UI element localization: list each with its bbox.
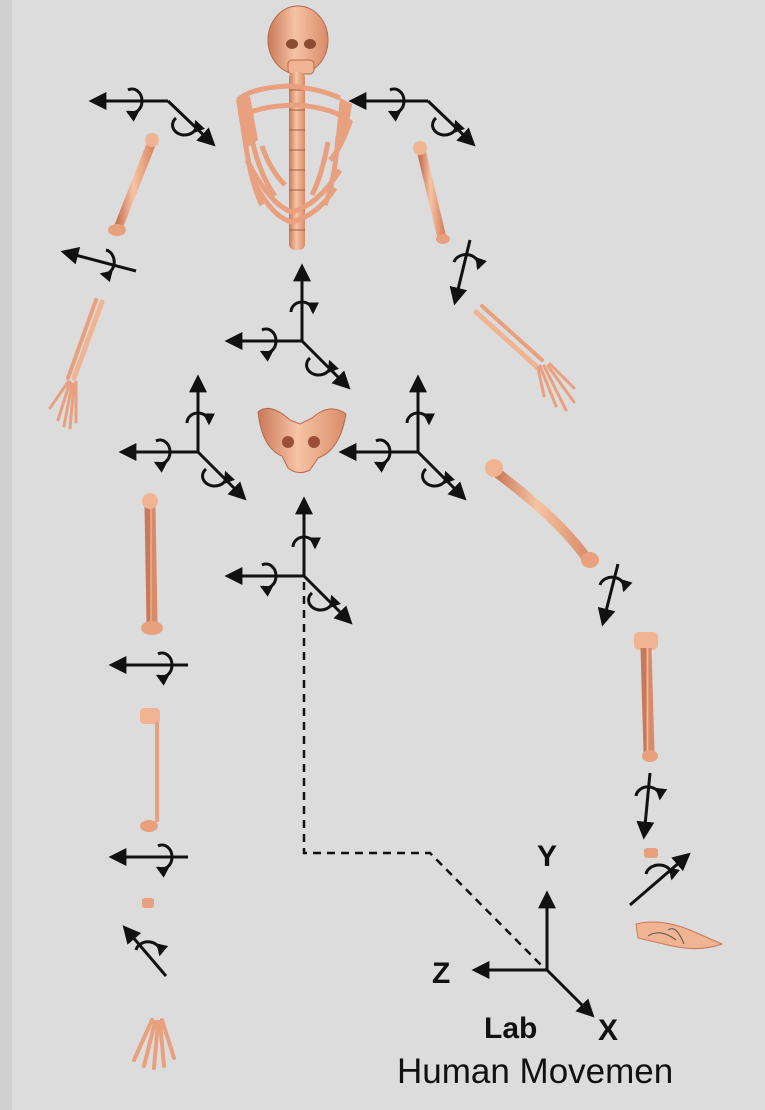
left-hand — [50, 382, 76, 428]
shoulder-right-gizmo — [352, 89, 473, 144]
right-femur — [485, 459, 599, 568]
lab-frame-label: Lab — [484, 1012, 537, 1045]
right-foot — [636, 922, 722, 949]
left-forearm — [68, 300, 102, 378]
lab-x-axis-label: X — [598, 1014, 618, 1047]
trunk-gizmo — [228, 267, 348, 387]
ankle-right-gizmo — [636, 773, 660, 836]
left-humerus — [108, 133, 159, 236]
elbow-right-gizmo — [454, 240, 479, 302]
elbow-left-gizmo — [64, 250, 136, 274]
skull — [268, 6, 328, 74]
left-scapula — [236, 96, 258, 150]
ankle-left-gizmo — [112, 845, 188, 869]
pelvis — [258, 408, 346, 472]
left-talus — [142, 898, 154, 908]
hip-right-gizmo — [342, 378, 464, 498]
left-tibia — [140, 708, 160, 832]
hip-left-gizmo — [122, 378, 244, 498]
pelvis-gizmo — [228, 500, 350, 622]
knee-left-gizmo — [112, 653, 188, 677]
foot-left-gizmo — [125, 928, 166, 976]
right-humerus — [413, 141, 450, 244]
dashed-connector — [304, 582, 546, 970]
lab-y-axis-label: Y — [537, 840, 557, 873]
foot-right-gizmo — [630, 855, 688, 905]
right-forearm — [476, 306, 542, 368]
right-talus — [644, 848, 658, 858]
left-foot — [134, 1020, 174, 1068]
footer-caption: Human Movemen — [397, 1052, 673, 1092]
lab-frame-gizmo — [475, 894, 592, 1015]
lab-z-axis-label: Z — [432, 957, 450, 990]
knee-right-gizmo — [600, 564, 624, 623]
right-tibia — [634, 632, 658, 762]
left-femur — [141, 493, 163, 635]
right-hand — [538, 364, 574, 410]
